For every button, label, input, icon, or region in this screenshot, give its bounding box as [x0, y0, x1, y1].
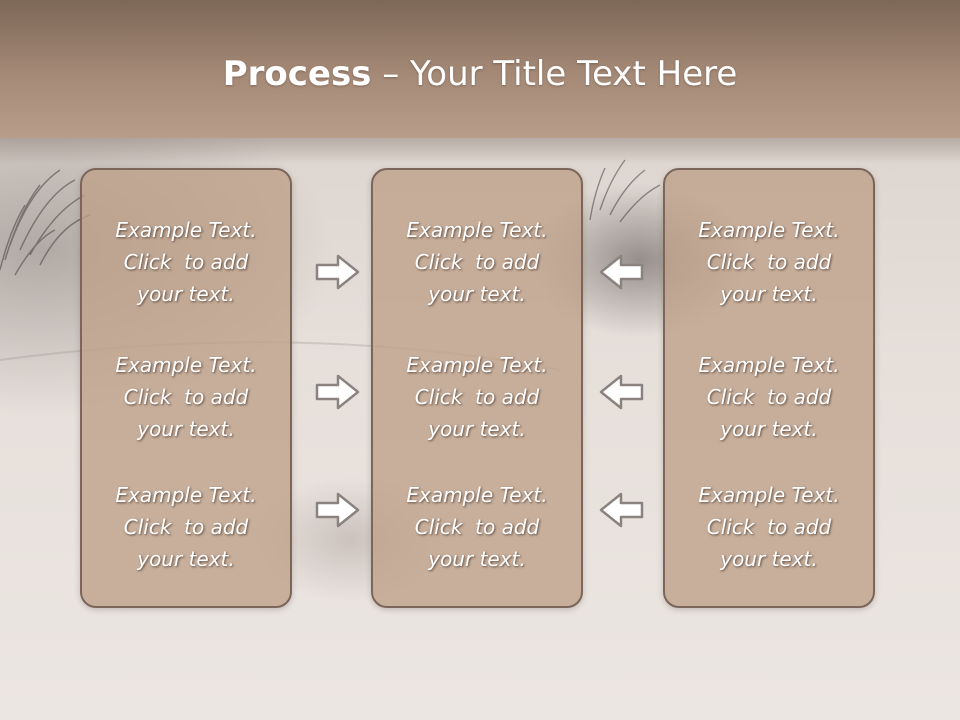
text-placeholder[interactable]: Example Text. Click to add your text. — [373, 349, 581, 445]
placeholder-line: Example Text. — [406, 218, 548, 242]
placeholder-line: Click to add — [414, 385, 540, 409]
placeholder-line: Click to add — [123, 515, 249, 539]
placeholder-line: Click to add — [414, 515, 540, 539]
placeholder-line: Example Text. — [115, 483, 257, 507]
placeholder-line: your text. — [137, 282, 235, 306]
placeholder-line: your text. — [428, 417, 526, 441]
title-rest: – Your Title Text Here — [371, 54, 738, 94]
placeholder-line: your text. — [720, 547, 818, 571]
placeholder-line: Example Text. — [698, 218, 840, 242]
placeholder-line: Click to add — [414, 250, 540, 274]
placeholder-line: Click to add — [706, 515, 832, 539]
placeholder-line: Click to add — [123, 385, 249, 409]
middle-panel: Example Text. Click to add your text. Ex… — [371, 168, 583, 608]
placeholder-line: Example Text. — [406, 353, 548, 377]
title-bar — [0, 0, 960, 138]
text-placeholder[interactable]: Example Text. Click to add your text. — [665, 214, 873, 310]
right-arrow-icon — [315, 374, 360, 410]
title-bold: Process — [222, 54, 372, 94]
placeholder-line: your text. — [428, 282, 526, 306]
placeholder-line: your text. — [137, 547, 235, 571]
text-placeholder[interactable]: Example Text. Click to add your text. — [82, 214, 290, 310]
text-placeholder[interactable]: Example Text. Click to add your text. — [373, 214, 581, 310]
placeholder-line: Click to add — [706, 250, 832, 274]
placeholder-line: your text. — [720, 417, 818, 441]
placeholder-line: Example Text. — [698, 483, 840, 507]
text-placeholder[interactable]: Example Text. Click to add your text. — [665, 479, 873, 575]
placeholder-line: your text. — [428, 547, 526, 571]
placeholder-line: your text. — [137, 417, 235, 441]
left-arrow-icon — [599, 254, 644, 290]
title-bar-shadow — [0, 138, 960, 164]
placeholder-line: Example Text. — [406, 483, 548, 507]
slide-title[interactable]: Process – Your Title Text Here — [0, 52, 960, 96]
right-arrow-icon — [315, 254, 360, 290]
text-placeholder[interactable]: Example Text. Click to add your text. — [82, 479, 290, 575]
placeholder-line: Click to add — [123, 250, 249, 274]
right-arrow-icon — [315, 492, 360, 528]
text-placeholder[interactable]: Example Text. Click to add your text. — [665, 349, 873, 445]
placeholder-line: Example Text. — [115, 353, 257, 377]
left-panel: Example Text. Click to add your text. Ex… — [80, 168, 292, 608]
placeholder-line: your text. — [720, 282, 818, 306]
placeholder-line: Example Text. — [115, 218, 257, 242]
text-placeholder[interactable]: Example Text. Click to add your text. — [373, 479, 581, 575]
left-arrow-icon — [599, 492, 644, 528]
text-placeholder[interactable]: Example Text. Click to add your text. — [82, 349, 290, 445]
left-arrow-icon — [599, 374, 644, 410]
placeholder-line: Example Text. — [698, 353, 840, 377]
right-panel: Example Text. Click to add your text. Ex… — [663, 168, 875, 608]
placeholder-line: Click to add — [706, 385, 832, 409]
